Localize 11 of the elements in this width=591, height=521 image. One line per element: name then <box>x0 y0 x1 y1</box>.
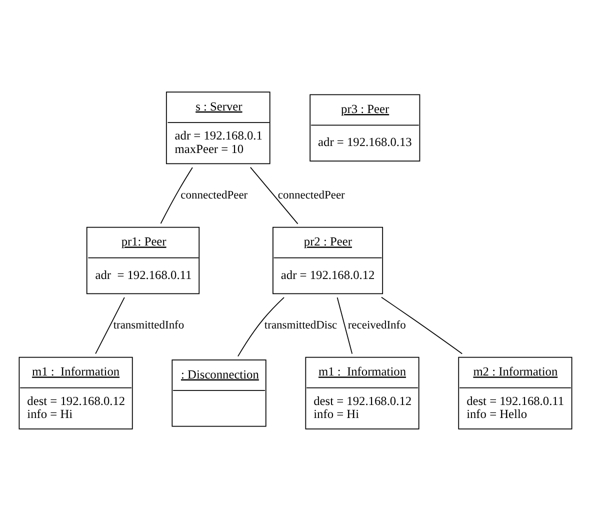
connector <box>336 297 353 354</box>
connector <box>381 296 463 354</box>
edge-label: transmittedInfo <box>113 319 184 332</box>
edge-label: connectedPeer <box>278 190 345 202</box>
connector <box>238 296 284 357</box>
edge-label: transmittedDisc <box>264 319 338 332</box>
connector <box>250 166 298 224</box>
edge-label: receivedInfo <box>348 319 406 332</box>
connector <box>95 297 125 354</box>
edge-label: connectedPeer <box>180 190 248 202</box>
connector <box>160 167 193 224</box>
